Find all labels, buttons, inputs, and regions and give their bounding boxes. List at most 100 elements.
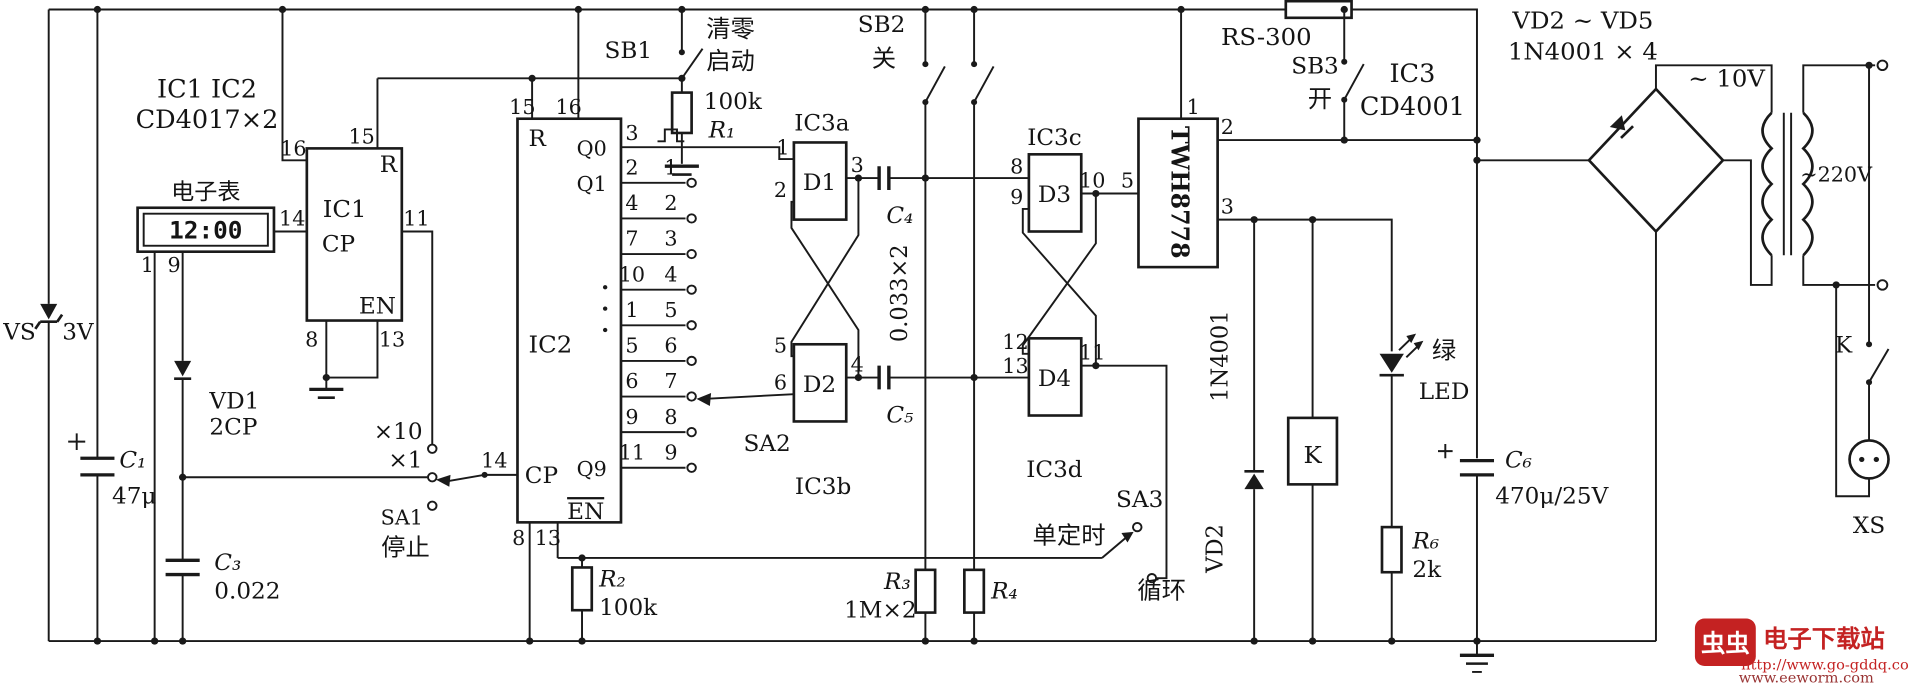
label-sb3-on: 开 (1308, 85, 1332, 113)
label-twh-p3: 3 (1221, 195, 1234, 219)
label-clock-pin9: 9 (168, 253, 181, 277)
sa1-arrow-icon (435, 474, 451, 487)
cross-couple-wire (790, 178, 860, 358)
label-vd1: VD1 (208, 389, 259, 415)
label-d4-p13: 13 (1002, 354, 1028, 378)
wire (1217, 218, 1393, 352)
resistor-rs300 (1284, 0, 1353, 20)
switch-lever (1868, 348, 1890, 383)
gate-d3-box (1027, 153, 1083, 233)
label-sa1-x1: ×1 (388, 448, 422, 474)
xs-socket-icon (1848, 439, 1890, 480)
cross-couple-wire (1021, 207, 1097, 366)
label-ic3: IC3 (1389, 59, 1435, 88)
ic2-box (516, 117, 623, 524)
label-d1-p3: 3 (851, 153, 864, 177)
label-sa1: SA1 (381, 506, 423, 530)
label-sb1-clear: 清零 (706, 15, 755, 43)
switch-lever (443, 473, 485, 483)
labels: IC1 IC2 CD4017×2 电子表 12:00 1 9 VS 3V C₁ … (2, 7, 1885, 623)
label-ic2-en: EN (567, 499, 604, 525)
gate-d4-box (1027, 337, 1083, 417)
label-twh-p5: 5 (1121, 169, 1134, 193)
label-vd1-type: 2CP (209, 415, 257, 441)
label-sa3-cycle: 循环 (1137, 577, 1186, 605)
label-ic2-p14: 14 (481, 449, 507, 473)
watermark-url: http://www.go-gddq.com (1741, 658, 1908, 674)
label-d1-p1: 1 (776, 136, 789, 160)
wire (1802, 255, 1876, 286)
label-ic2-row-pin: 1 (625, 298, 638, 322)
wire (1351, 8, 1478, 459)
label-r3-value: 1M×2 (844, 598, 916, 624)
label-ic2-p15: 15 (509, 95, 535, 119)
label-ic2-row-pin: 6 (625, 369, 638, 393)
label-twh8778: TWH8778 (1165, 126, 1194, 259)
label-ic2-row-tap: 2 (664, 191, 677, 215)
label-ic2-row-tap: 4 (664, 263, 677, 287)
watermark: 虫虫 电子下载站 http://www.go-gddq.com www.eewo… (1694, 618, 1908, 685)
ic1-box (305, 147, 404, 322)
label-k-switch: K (1835, 333, 1853, 359)
resistor-r1 (670, 91, 693, 135)
bridge-rectifier (1587, 87, 1725, 234)
label-c4: C₄ (886, 203, 913, 229)
label-ic1-p16: 16 (280, 137, 306, 161)
label-ic2-cp: CP (525, 463, 558, 489)
wire (620, 146, 794, 161)
label-xs: XS (1853, 513, 1885, 539)
label-ic2-q0: Q0 (577, 137, 607, 161)
label-vs-value: 3V (62, 320, 94, 346)
diode-vd1-icon (174, 360, 192, 381)
label-ic2-row-pin: 2 (625, 156, 638, 180)
label-d3-p9: 9 (1010, 185, 1023, 209)
label-d1-p2: 2 (774, 178, 787, 202)
label-ic2-row-pin: 7 (625, 227, 638, 251)
label-d4: D4 (1038, 366, 1071, 392)
sa3-arrow-icon (1121, 531, 1134, 543)
label-c6-value: 470μ/25V (1495, 484, 1609, 510)
label-d4-p12: 12 (1002, 330, 1028, 354)
label-vd2: VD2 (1202, 524, 1228, 574)
label-c1: C₁ (119, 448, 146, 474)
label-ic2-row-tap: 9 (664, 441, 677, 465)
label-led-color: 绿 (1432, 337, 1456, 365)
label-sb3: SB3 (1291, 54, 1339, 80)
label-ic2-row-tap: 1 (664, 156, 677, 180)
label-d1: D1 (803, 170, 836, 196)
bridge-diode-icon (1609, 115, 1635, 139)
label-bridge-diodes: VD2 ~ VD5 (1511, 7, 1653, 35)
wire (401, 230, 434, 445)
gate-d2-box (792, 342, 848, 423)
label-ic1-p15: 15 (348, 125, 374, 149)
selector-wiper (703, 393, 794, 400)
label-relay-k: K (1303, 441, 1322, 469)
label-ic2-row-pin: 11 (619, 441, 645, 465)
component-symbols (34, 0, 1890, 614)
resistor-r2 (570, 566, 594, 612)
label-sa3: SA3 (1116, 487, 1163, 513)
label-sb2-off: 关 (872, 45, 896, 73)
digital-clock (136, 206, 276, 253)
label-r1: R₁ (708, 118, 736, 144)
label-r6-value: 2k (1412, 557, 1441, 583)
label-ic2-q9: Q9 (577, 457, 607, 481)
label-c3: C₃ (214, 550, 241, 576)
label-vd2-type: 1N4001 (1207, 310, 1233, 401)
label-d4-p11: 11 (1079, 341, 1105, 365)
transformer-secondary-coil (1761, 111, 1774, 257)
label-ic2-p3: 3 (625, 121, 638, 145)
transformer-primary-coil (1801, 111, 1814, 257)
label-d3-p10: 10 (1079, 169, 1105, 193)
label-ic2-row-tap: 8 (664, 405, 677, 429)
junction-dots (93, 5, 1873, 645)
label-ic2-row-tap: 5 (664, 298, 677, 322)
watermark-url-2: www.eeworm.com (1739, 671, 1874, 685)
diode-vd2-icon (1244, 470, 1264, 490)
switch-lever (973, 66, 995, 103)
capacitor-c3-icon (165, 558, 200, 577)
label-ic2-p16: 16 (555, 95, 581, 119)
switch-lever (924, 66, 946, 103)
label-sb1: SB1 (605, 38, 653, 64)
